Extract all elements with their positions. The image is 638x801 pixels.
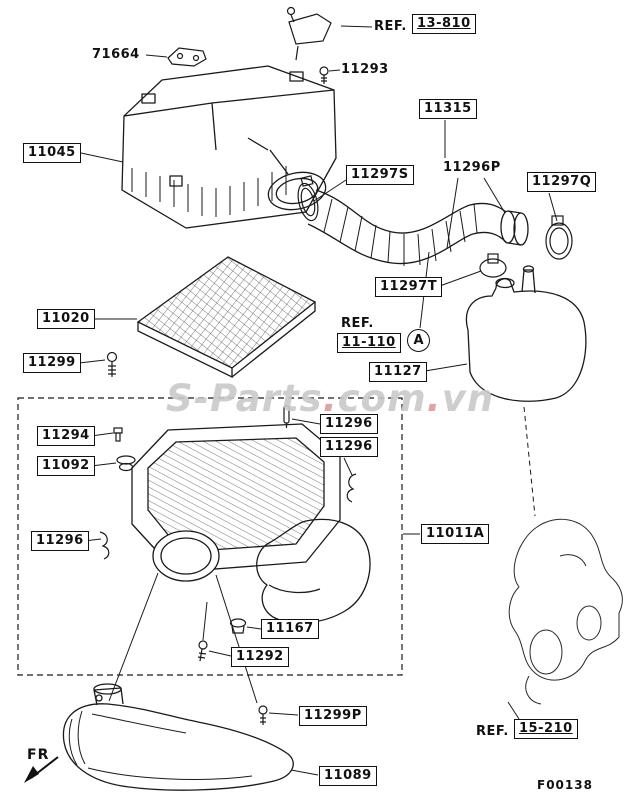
part-label-11293: 11293: [341, 62, 389, 77]
part-label-11296-lower[interactable]: 11296: [320, 437, 378, 457]
part-label-11299P[interactable]: 11299P: [299, 706, 367, 726]
fasteners-drawing: [99, 6, 357, 725]
part-label-11296-upper[interactable]: 11296: [320, 414, 378, 434]
hose-clamps-drawing: [297, 175, 573, 278]
fr-arrow: [24, 756, 59, 783]
part-label-11296-left[interactable]: 11296: [31, 531, 89, 551]
air-cleaner-case-drawing: [131, 423, 371, 624]
part-label-71664: 71664: [92, 47, 140, 62]
ref-13-810-link[interactable]: 13-810: [412, 14, 476, 34]
part-label-11020[interactable]: 11020: [37, 309, 95, 329]
part-label-11299[interactable]: 11299: [23, 353, 81, 373]
ref-15-210-link[interactable]: 15-210: [514, 719, 578, 739]
ref-marker-a: A: [407, 329, 430, 352]
ref-15-210-prefix: REF.: [476, 724, 509, 739]
part-label-11092[interactable]: 11092: [37, 456, 95, 476]
part-label-11296P: 11296P: [443, 160, 501, 175]
figure-code: F00138: [537, 778, 593, 792]
part-label-11297Q[interactable]: 11297Q: [527, 172, 597, 192]
part-label-11167[interactable]: 11167: [261, 619, 319, 639]
leader-lines: [78, 25, 558, 776]
resonator-tank-drawing: [465, 265, 587, 402]
air-filter-element-drawing: [136, 256, 317, 379]
ref-11-110-link[interactable]: 11-110: [337, 333, 401, 353]
part-label-11292[interactable]: 11292: [231, 647, 289, 667]
ref-11-110-prefix: REF.: [341, 316, 374, 331]
intake-manifold-ref-drawing: [508, 518, 623, 705]
part-label-11294[interactable]: 11294: [37, 426, 95, 446]
ref-13-810-prefix: REF.: [374, 19, 407, 34]
part-label-11127[interactable]: 11127: [369, 362, 427, 382]
air-cleaner-cover-drawing: [121, 65, 337, 229]
part-label-11315[interactable]: 11315: [419, 99, 477, 119]
part-label-11045[interactable]: 11045: [23, 143, 81, 163]
part-label-11297S[interactable]: 11297S: [346, 165, 414, 185]
intake-hose-drawing: [307, 189, 529, 266]
assembly-dashed-box: [17, 397, 403, 676]
part-label-11089[interactable]: 11089: [319, 766, 377, 786]
air-duct-drawing: [62, 683, 294, 791]
fr-direction-label: FR: [27, 747, 50, 763]
part-label-11297T[interactable]: 11297T: [375, 277, 443, 297]
part-label-11011A[interactable]: 11011A: [421, 524, 490, 544]
